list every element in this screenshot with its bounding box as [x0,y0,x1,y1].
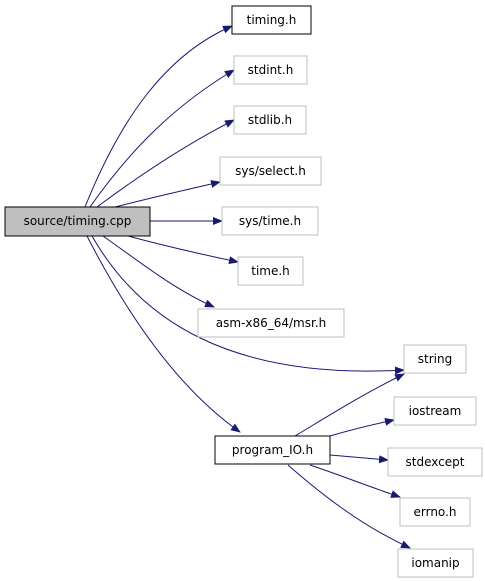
node-label-source-timing-cpp: source/timing.cpp [24,214,132,228]
edge-program-io-to-iostream [329,417,395,437]
node-errno-h: errno.h [399,497,471,527]
node-label-stdint-h: stdint.h [248,63,294,77]
node-sys-select-h: sys/select.h [219,156,322,186]
node-label-iostream: iostream [409,404,462,418]
node-label-program-io-h: program_IO.h [232,443,313,457]
node-label-sys-select-h: sys/select.h [235,164,306,178]
node-label-string: string [418,352,452,366]
node-label-timing-h: timing.h [247,13,297,27]
edges [84,25,411,549]
node-string: string [403,344,467,374]
node-label-stdlib-h: stdlib.h [248,113,292,127]
node-stdexcept: stdexcept [387,447,483,477]
nodes: source/timing.cpp timing.h stdint.h stdl… [4,5,483,578]
edge-program-io-to-stdexcept [329,454,389,464]
node-sys-time-h: sys/time.h [221,206,319,236]
edge-root-to-time-h [127,235,239,265]
edge-root-to-sys-select-h [114,180,221,208]
edge-root-to-string [91,235,405,375]
node-stdlib-h: stdlib.h [233,105,307,135]
edge-program-io-to-string [294,373,405,437]
node-label-sys-time-h: sys/time.h [239,214,301,228]
node-program-io-h[interactable]: program_IO.h [214,435,331,465]
edge-root-to-asm-msr-h [102,235,215,308]
node-stdint-h: stdint.h [233,55,308,85]
edge-program-io-to-errno-h [309,464,401,498]
edge-program-io-to-iomanip [287,464,411,549]
node-label-stdexcept: stdexcept [406,455,465,469]
edge-root-to-timing-h [84,25,233,208]
edge-root-to-stdlib-h [96,119,235,208]
node-timing-h[interactable]: timing.h [231,5,312,35]
node-time-h: time.h [237,256,304,286]
node-asm-x86-64-msr-h: asm-x86_64/msr.h [197,308,345,338]
node-iostream: iostream [393,396,477,426]
node-label-errno-h: errno.h [414,505,457,519]
node-iomanip: iomanip [397,548,474,578]
node-label-iomanip: iomanip [411,556,459,570]
edge-root-to-stdint-h [89,69,235,208]
edge-root-to-program-io-h [86,235,241,433]
node-source-timing-cpp[interactable]: source/timing.cpp [4,206,151,237]
node-label-asm-x86-64-msr-h: asm-x86_64/msr.h [216,316,327,330]
node-label-time-h: time.h [251,264,290,278]
